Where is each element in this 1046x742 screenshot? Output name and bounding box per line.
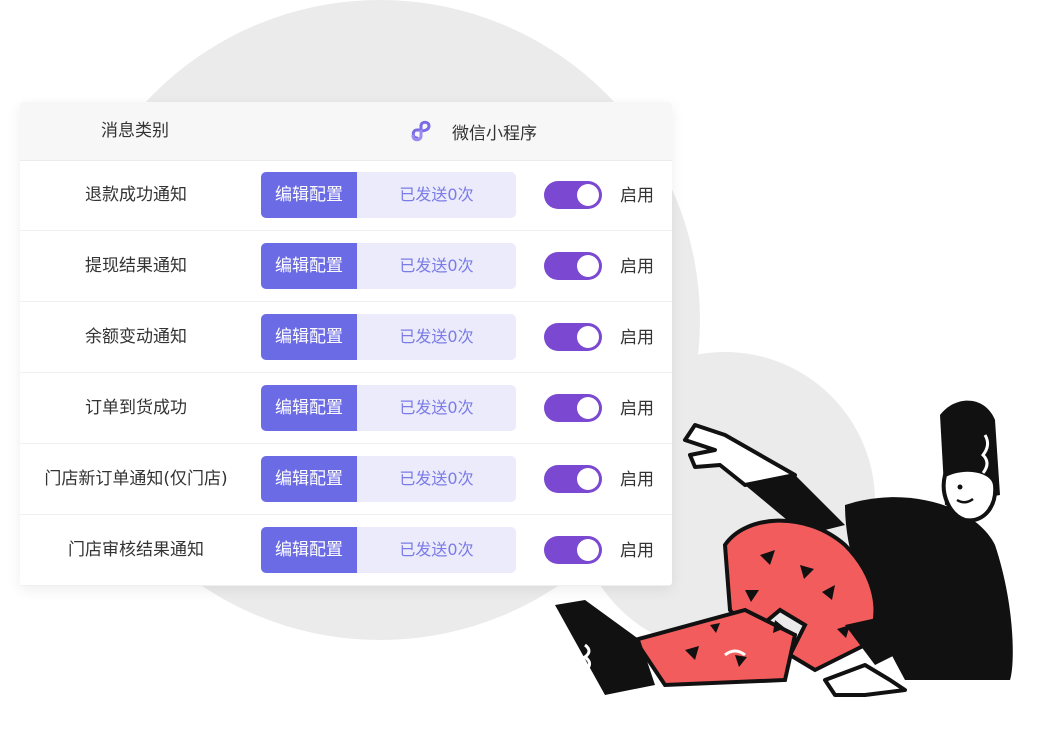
- toggle-knob: [577, 255, 599, 277]
- config-button-group: 编辑配置 已发送0次: [261, 243, 516, 289]
- enable-toggle[interactable]: [544, 394, 602, 422]
- message-type-label: 余额变动通知: [85, 327, 187, 347]
- sent-count-label: 已发送0次: [399, 327, 474, 346]
- config-button-group: 编辑配置 已发送0次: [261, 314, 516, 360]
- enable-toggle[interactable]: [544, 323, 602, 351]
- toggle-knob: [577, 539, 599, 561]
- table-row: 门店审核结果通知 编辑配置 已发送0次 启用: [20, 515, 672, 586]
- config-button-group: 编辑配置 已发送0次: [261, 456, 516, 502]
- table-row: 订单到货成功 编辑配置 已发送0次 启用: [20, 373, 672, 444]
- message-type-label: 退款成功通知: [85, 185, 187, 205]
- sent-count-label: 已发送0次: [399, 256, 474, 275]
- enable-label: 启用: [620, 257, 654, 277]
- enable-toggle[interactable]: [544, 252, 602, 280]
- edit-config-button[interactable]: 编辑配置: [261, 314, 357, 360]
- channel-header: 微信小程序: [408, 117, 537, 145]
- edit-config-button[interactable]: 编辑配置: [261, 385, 357, 431]
- table-row: 提现结果通知 编辑配置 已发送0次 启用: [20, 231, 672, 302]
- enable-label: 启用: [620, 328, 654, 348]
- enable-label: 启用: [620, 470, 654, 490]
- sent-count-label: 已发送0次: [399, 185, 474, 204]
- message-type-label: 订单到货成功: [85, 398, 187, 418]
- table-row: 门店新订单通知(仅门店) 编辑配置 已发送0次 启用: [20, 444, 672, 515]
- notification-settings-card: 消息类别 微信小程序 退款成功通知 编辑配置 已发送0次 启用 提现结果通知 编…: [20, 102, 672, 586]
- edit-config-button[interactable]: 编辑配置: [261, 243, 357, 289]
- config-button-group: 编辑配置 已发送0次: [261, 172, 516, 218]
- message-type-label: 门店审核结果通知: [68, 540, 204, 560]
- sent-count-label: 已发送0次: [399, 469, 474, 488]
- edit-config-button[interactable]: 编辑配置: [261, 456, 357, 502]
- toggle-knob: [577, 397, 599, 419]
- toggle-knob: [577, 184, 599, 206]
- enable-label: 启用: [620, 541, 654, 561]
- channel-label: 微信小程序: [452, 123, 537, 144]
- column-title-message-category: 消息类别: [101, 121, 169, 141]
- enable-toggle[interactable]: [544, 465, 602, 493]
- mini-program-icon: [411, 120, 431, 142]
- sent-count-label: 已发送0次: [399, 540, 474, 559]
- enable-toggle[interactable]: [544, 536, 602, 564]
- toggle-knob: [577, 468, 599, 490]
- enable-label: 启用: [620, 399, 654, 419]
- config-button-group: 编辑配置 已发送0次: [261, 385, 516, 431]
- message-type-label: 提现结果通知: [85, 256, 187, 276]
- reclining-person-illustration: [555, 400, 1013, 697]
- table-row: 退款成功通知 编辑配置 已发送0次 启用: [20, 160, 672, 231]
- toggle-knob: [577, 326, 599, 348]
- message-type-label: 门店新订单通知(仅门店): [44, 469, 228, 489]
- edit-config-button[interactable]: 编辑配置: [261, 172, 357, 218]
- config-button-group: 编辑配置 已发送0次: [261, 527, 516, 573]
- table-header: 消息类别 微信小程序: [20, 102, 672, 161]
- enable-label: 启用: [620, 186, 654, 206]
- sent-count-label: 已发送0次: [399, 398, 474, 417]
- edit-config-button[interactable]: 编辑配置: [261, 527, 357, 573]
- enable-toggle[interactable]: [544, 181, 602, 209]
- table-row: 余额变动通知 编辑配置 已发送0次 启用: [20, 302, 672, 373]
